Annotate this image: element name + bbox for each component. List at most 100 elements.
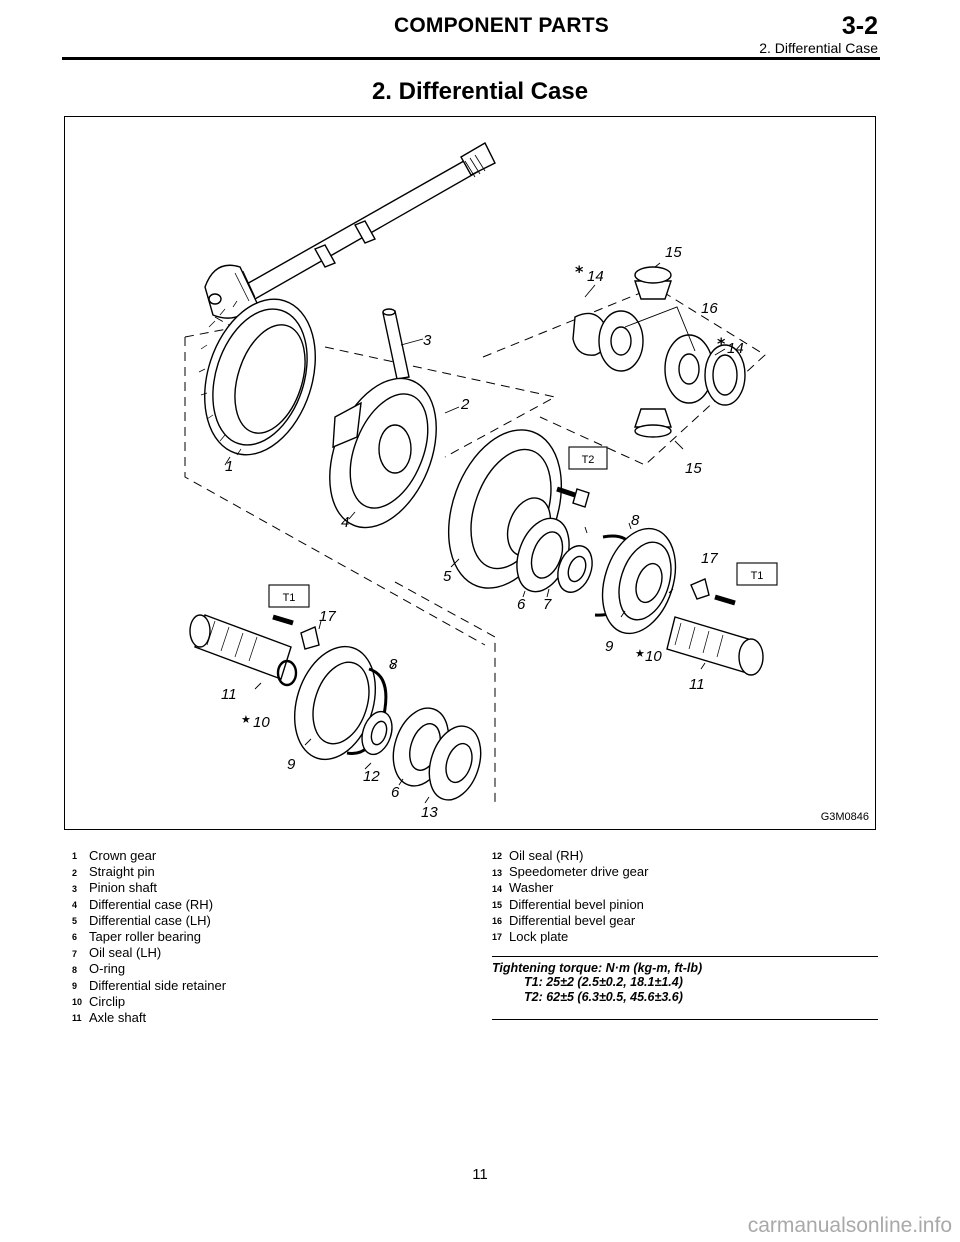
callout-8-upper: 8 (631, 512, 640, 529)
callout-3: 3 (423, 332, 432, 349)
torque-rule-bottom (492, 1019, 878, 1020)
legend-label: Oil seal (RH) (509, 848, 584, 863)
differential-case-rh-drawing (329, 377, 437, 529)
diagram-drawing: T2 T1 T1 1 2 3 4 5 6 7 8 9 10 11 9 10 11… (184, 142, 778, 821)
legend-label: Taper roller bearing (89, 928, 202, 944)
legend-number: 15 (492, 900, 503, 911)
callout-15-lower: 15 (685, 460, 702, 477)
t1-bolt-rh-drawing (714, 594, 736, 606)
bevel-gear-group-drawing (572, 266, 746, 438)
callout-7: 7 (543, 596, 552, 613)
callout-9-upper: 9 (605, 638, 614, 655)
legend-number: 3 (72, 883, 78, 894)
legend-number: 7 (72, 948, 78, 959)
t1-tag-label-left: T1 (283, 592, 296, 604)
callout-14-lower: 14 (727, 340, 744, 357)
legend-item: 1 Crown gear (72, 848, 226, 864)
crown-gear-drawing (198, 298, 316, 456)
legend-label: Crown gear (89, 848, 157, 863)
legend-label: Differential side retainer (89, 977, 227, 993)
side-retainer-rh-drawing (601, 527, 677, 635)
page-header: COMPONENT PARTS 3-2 2. Differential Case (62, 6, 880, 60)
axle-shaft-rh-drawing (666, 616, 764, 676)
t2-tag-label: T2 (582, 454, 595, 466)
legend-number: 17 (492, 932, 503, 943)
legend-number: 2 (72, 867, 78, 878)
callout-5: 5 (443, 568, 452, 585)
legend-number: 13 (492, 867, 503, 878)
legend-label: Differential case (LH) (89, 912, 211, 928)
callout-markers: 1 2 3 4 5 6 7 8 9 10 11 9 10 11 8 12 6 1… (221, 244, 744, 821)
callout-17-left: 17 (319, 608, 336, 625)
figure-code: G3M0846 (820, 811, 869, 823)
asterisk-icon: * (717, 334, 726, 353)
torque-heading: Tightening torque: N·m (kg-m, ft-lb) (492, 961, 703, 975)
legend-number: 14 (492, 883, 503, 894)
header-title: COMPONENT PARTS (394, 14, 609, 37)
legend-label: Lock plate (509, 928, 569, 944)
torque-tag-t1-left: T1 (268, 584, 310, 608)
legend-item: 15 Differential bevel pinion (492, 897, 648, 913)
torque-tag-t1-right: T1 (736, 562, 778, 586)
callout-10-left: 10 (253, 714, 270, 731)
legend-item: 9 Differential side retainer (72, 978, 226, 994)
callout-2: 2 (460, 396, 470, 413)
legend-label: Differential bevel gear (509, 912, 636, 928)
lock-plate-lh-drawing (300, 626, 320, 650)
callout-15-upper: 15 (665, 244, 682, 261)
legend-item: 3 Pinion shaft (72, 880, 226, 896)
axle-shaft-lh-drawing (189, 614, 292, 680)
oil-seal-rh-drawing (361, 710, 393, 756)
page-title: 2. Differential Case (371, 78, 589, 105)
asterisk-icon: * (575, 262, 584, 281)
legend-label: Differential bevel pinion (509, 896, 644, 912)
callout-6-lower: 6 (391, 784, 400, 801)
callout-1: 1 (225, 458, 233, 475)
legend-label: Straight pin (89, 864, 155, 880)
callout-4: 4 (341, 514, 349, 531)
legend-label: Washer (509, 880, 554, 896)
legend-number: 5 (72, 916, 78, 927)
exploded-diagram: T2 T1 T1 1 2 3 4 5 6 7 8 9 10 11 9 10 11… (64, 116, 876, 830)
torque-tag-t2: T2 (568, 446, 608, 470)
leader-lines (224, 262, 726, 804)
legend-item: 2 Straight pin (72, 864, 226, 880)
callout-13: 13 (421, 804, 438, 821)
callout-16: 16 (701, 300, 718, 317)
side-retainer-lh-drawing (293, 645, 377, 761)
legend-number: 1 (72, 851, 78, 862)
t1-bolt-lh-drawing (272, 614, 294, 626)
legend-label: Pinion shaft (89, 880, 157, 896)
long-axle-shaft (204, 142, 496, 319)
callout-14-upper: 14 (587, 268, 604, 285)
callout-6-upper: 6 (517, 596, 526, 613)
lock-plate-rh-drawing (690, 578, 710, 600)
legend-label: O-ring (89, 961, 126, 977)
legend-label: Circlip (89, 993, 126, 1009)
legend-item: 5 Differential case (LH) (72, 913, 226, 929)
legend-number: 6 (72, 932, 78, 943)
asterisk-markers: * * ★ ★ (241, 262, 726, 726)
legend-number: 4 (72, 900, 78, 911)
header-section-number: 3-2 (841, 12, 878, 40)
legend-number: 9 (72, 980, 78, 991)
callout-10-right: 10 (645, 648, 662, 665)
t2-bolt-drawing (556, 486, 590, 508)
star-icon: ★ (635, 647, 645, 660)
t1-tag-label-right: T1 (751, 570, 764, 582)
header-subtitle: 2. Differential Case (759, 40, 878, 56)
torque-t1: T1: 25±2 (2.5±0.2, 18.1±1.4) (524, 975, 683, 989)
callout-17-right: 17 (701, 550, 718, 567)
watermark: carmanualsonline.info (747, 1214, 952, 1237)
star-icon: ★ (241, 713, 251, 726)
torque-t2: T2: 62±5 (6.3±0.5, 45.6±3.6) (524, 990, 683, 1004)
